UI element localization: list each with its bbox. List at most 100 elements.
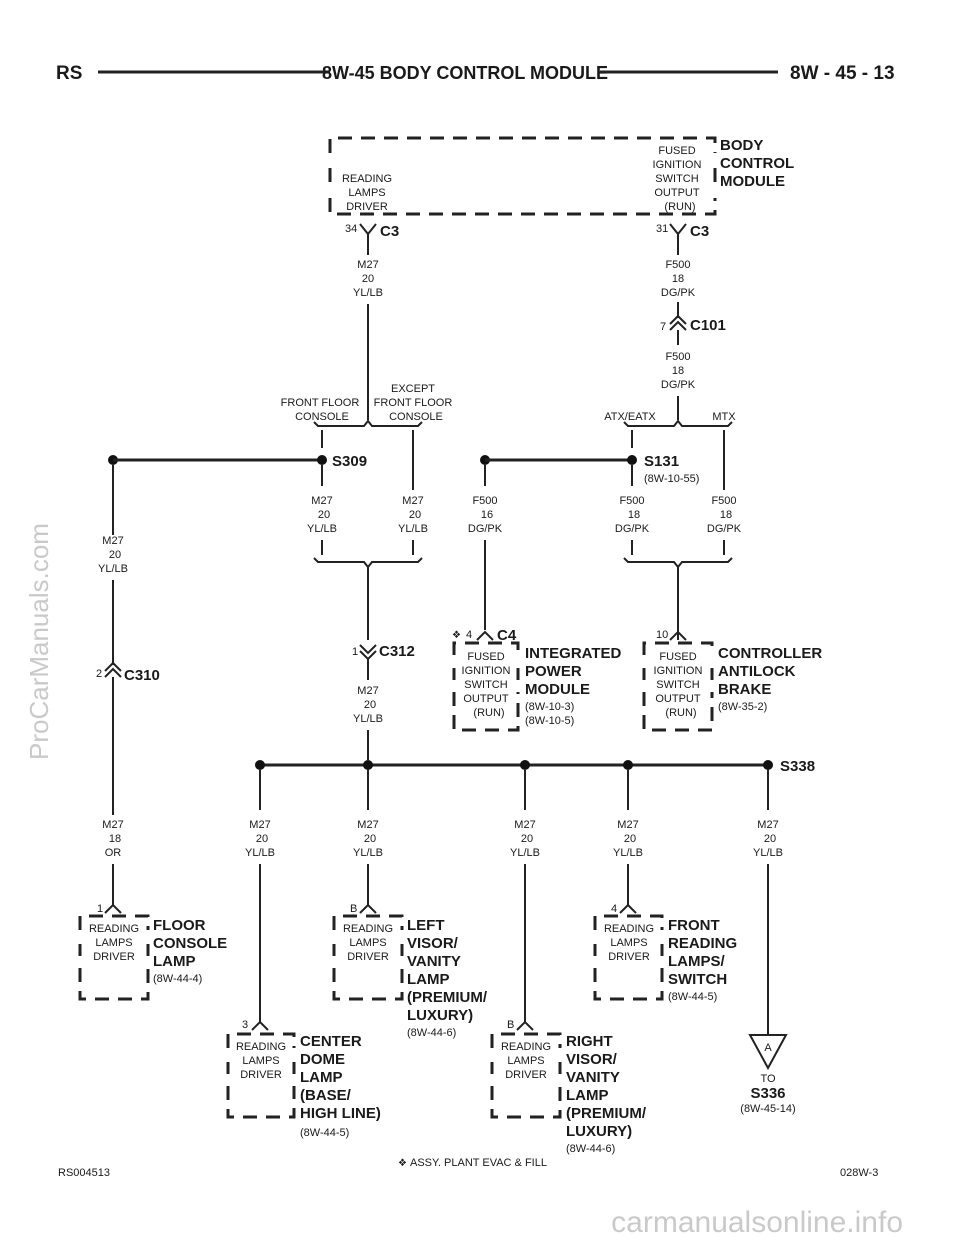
bcm-pin-right-5: (RUN) <box>664 201 695 213</box>
svg-text:VANITY: VANITY <box>407 953 461 970</box>
svg-text:10: 10 <box>656 629 668 641</box>
svg-text:F500: F500 <box>711 495 736 507</box>
svg-text:INTEGRATED: INTEGRATED <box>525 645 622 662</box>
svg-text:VANITY: VANITY <box>566 1069 620 1086</box>
svg-text:FLOOR: FLOOR <box>153 917 206 934</box>
wire-label-m27-bcm: M27 20 YL/LB <box>353 259 383 299</box>
svg-text:SWITCH: SWITCH <box>668 971 727 988</box>
svg-text:LEFT: LEFT <box>407 917 445 934</box>
svg-text:(8W-44-4): (8W-44-4) <box>153 973 202 985</box>
option-split-console: FRONT FLOOR CONSOLE EXCEPT FRONT FLOOR C… <box>281 383 453 427</box>
svg-text:YL/LB: YL/LB <box>353 847 383 859</box>
svg-text:F500: F500 <box>665 259 690 271</box>
front-reading-lamps-switch: 4 READING LAMPS DRIVER FRONT READING LAM… <box>593 903 737 1003</box>
wire-label-f500-s131-atx: F500 18 DG/PK <box>615 495 650 535</box>
svg-text:READING: READING <box>668 935 737 952</box>
svg-text:A: A <box>764 1042 772 1054</box>
connector-c101: 7 C101 <box>660 314 726 334</box>
svg-text:20: 20 <box>409 509 421 521</box>
svg-text:READING: READING <box>604 923 654 935</box>
svg-text:CONTROLLER: CONTROLLER <box>718 645 822 662</box>
svg-text:S309: S309 <box>332 453 367 470</box>
svg-text:(8W-35-2): (8W-35-2) <box>718 701 767 713</box>
bcm-name-2: CONTROL <box>720 155 794 172</box>
svg-text:31: 31 <box>656 223 668 235</box>
svg-text:CONSOLE: CONSOLE <box>389 411 443 423</box>
wire-label-m27-c312: M27 20 YL/LB <box>353 685 383 725</box>
svg-text:YL/LB: YL/LB <box>353 287 383 299</box>
svg-text:LAMPS: LAMPS <box>242 1055 279 1067</box>
merge-bracket-c312 <box>313 557 423 569</box>
page-footer: RS004513 ❖ ASSY. PLANT EVAC & FILL 028W-… <box>58 1157 878 1179</box>
page-title: 8W-45 BODY CONTROL MODULE <box>322 63 608 83</box>
floor-console-lamp: 1 READING LAMPS DRIVER FLOOR CONSOLE LAM… <box>78 903 227 1001</box>
svg-text:(8W-44-5): (8W-44-5) <box>300 1127 349 1139</box>
connector-c310: 2 C310 <box>96 661 160 684</box>
svg-text:RIGHT: RIGHT <box>566 1033 613 1050</box>
svg-text:S336: S336 <box>750 1085 785 1102</box>
svg-text:M27: M27 <box>617 819 638 831</box>
footer-center: ASSY. PLANT EVAC & FILL <box>410 1157 547 1169</box>
svg-text:(8W-45-14): (8W-45-14) <box>740 1103 795 1115</box>
body-control-module: READING LAMPS DRIVER FUSED IGNITION SWIT… <box>328 136 794 216</box>
svg-text:C310: C310 <box>124 667 160 684</box>
svg-text:YL/LB: YL/LB <box>510 847 540 859</box>
svg-text:C312: C312 <box>379 643 415 660</box>
svg-text:FUSED: FUSED <box>659 651 696 663</box>
svg-text:LAMPS: LAMPS <box>349 937 386 949</box>
svg-text:M27: M27 <box>357 259 378 271</box>
svg-text:(8W-44-6): (8W-44-6) <box>566 1143 615 1155</box>
svg-text:C3: C3 <box>380 223 399 240</box>
svg-text:20: 20 <box>521 833 533 845</box>
svg-text:READING: READING <box>236 1041 286 1053</box>
integrated-power-module: FUSED IGNITION SWITCH OUTPUT (RUN) INTEG… <box>452 641 622 732</box>
svg-text:18: 18 <box>109 833 121 845</box>
svg-text:FUSED: FUSED <box>467 651 504 663</box>
wire-label-m27-floor: M27 18 OR <box>102 819 123 859</box>
svg-text:SWITCH: SWITCH <box>656 679 699 691</box>
svg-text:F500: F500 <box>619 495 644 507</box>
svg-text:20: 20 <box>624 833 636 845</box>
option-split-transmission: ATX/EATX MTX <box>604 411 736 427</box>
merge-bracket-cab <box>623 557 733 569</box>
wire-label-f500-bcm: F500 18 DG/PK <box>661 259 696 299</box>
bcm-name-3: MODULE <box>720 173 785 190</box>
svg-text:2: 2 <box>96 668 102 680</box>
svg-text:READING: READING <box>501 1041 551 1053</box>
svg-text:VISOR/: VISOR/ <box>566 1051 618 1068</box>
svg-text:S338: S338 <box>780 758 815 775</box>
svg-text:DRIVER: DRIVER <box>240 1069 282 1081</box>
svg-text:16: 16 <box>481 509 493 521</box>
svg-text:FRONT FLOOR: FRONT FLOOR <box>374 397 453 409</box>
svg-text:READING: READING <box>343 923 393 935</box>
wire-label-f500-s131-ipm: F500 16 DG/PK <box>468 495 503 535</box>
svg-text:YL/LB: YL/LB <box>613 847 643 859</box>
svg-text:34: 34 <box>345 223 357 235</box>
bcm-pin-left-1: READING <box>342 173 392 185</box>
svg-text:DRIVER: DRIVER <box>505 1069 547 1081</box>
svg-text:LAMPS: LAMPS <box>95 937 132 949</box>
svg-text:FRONT: FRONT <box>668 917 720 934</box>
svg-text:F500: F500 <box>472 495 497 507</box>
svg-text:TO: TO <box>760 1073 776 1085</box>
svg-text:LAMP: LAMP <box>407 971 450 988</box>
svg-text:M27: M27 <box>757 819 778 831</box>
svg-text:MTX: MTX <box>712 411 736 423</box>
header-left: RS <box>56 63 82 84</box>
center-dome-lamp: 3 READING LAMPS DRIVER CENTER DOME LAMP … <box>226 1019 381 1139</box>
svg-text:IGNITION: IGNITION <box>462 665 511 677</box>
svg-text:YL/LB: YL/LB <box>98 563 128 575</box>
left-visor-vanity-lamp: B READING LAMPS DRIVER LEFT VISOR/ VANIT… <box>332 903 488 1039</box>
wire-label-m27-except: M27 20 YL/LB <box>398 495 428 535</box>
svg-text:CONSOLE: CONSOLE <box>153 935 227 952</box>
svg-text:DG/PK: DG/PK <box>615 523 650 535</box>
svg-text:VISOR/: VISOR/ <box>407 935 459 952</box>
svg-text:OUTPUT: OUTPUT <box>463 693 509 705</box>
bcm-pin-left-2: LAMPS <box>348 187 385 199</box>
svg-text:HIGH LINE): HIGH LINE) <box>300 1105 381 1122</box>
wire-label-m27-s309: M27 20 YL/LB <box>307 495 337 535</box>
svg-text:(RUN): (RUN) <box>665 707 696 719</box>
svg-text:3: 3 <box>242 1019 248 1031</box>
connector-c3-left: 34 C3 <box>345 223 399 240</box>
svg-text:20: 20 <box>364 699 376 711</box>
